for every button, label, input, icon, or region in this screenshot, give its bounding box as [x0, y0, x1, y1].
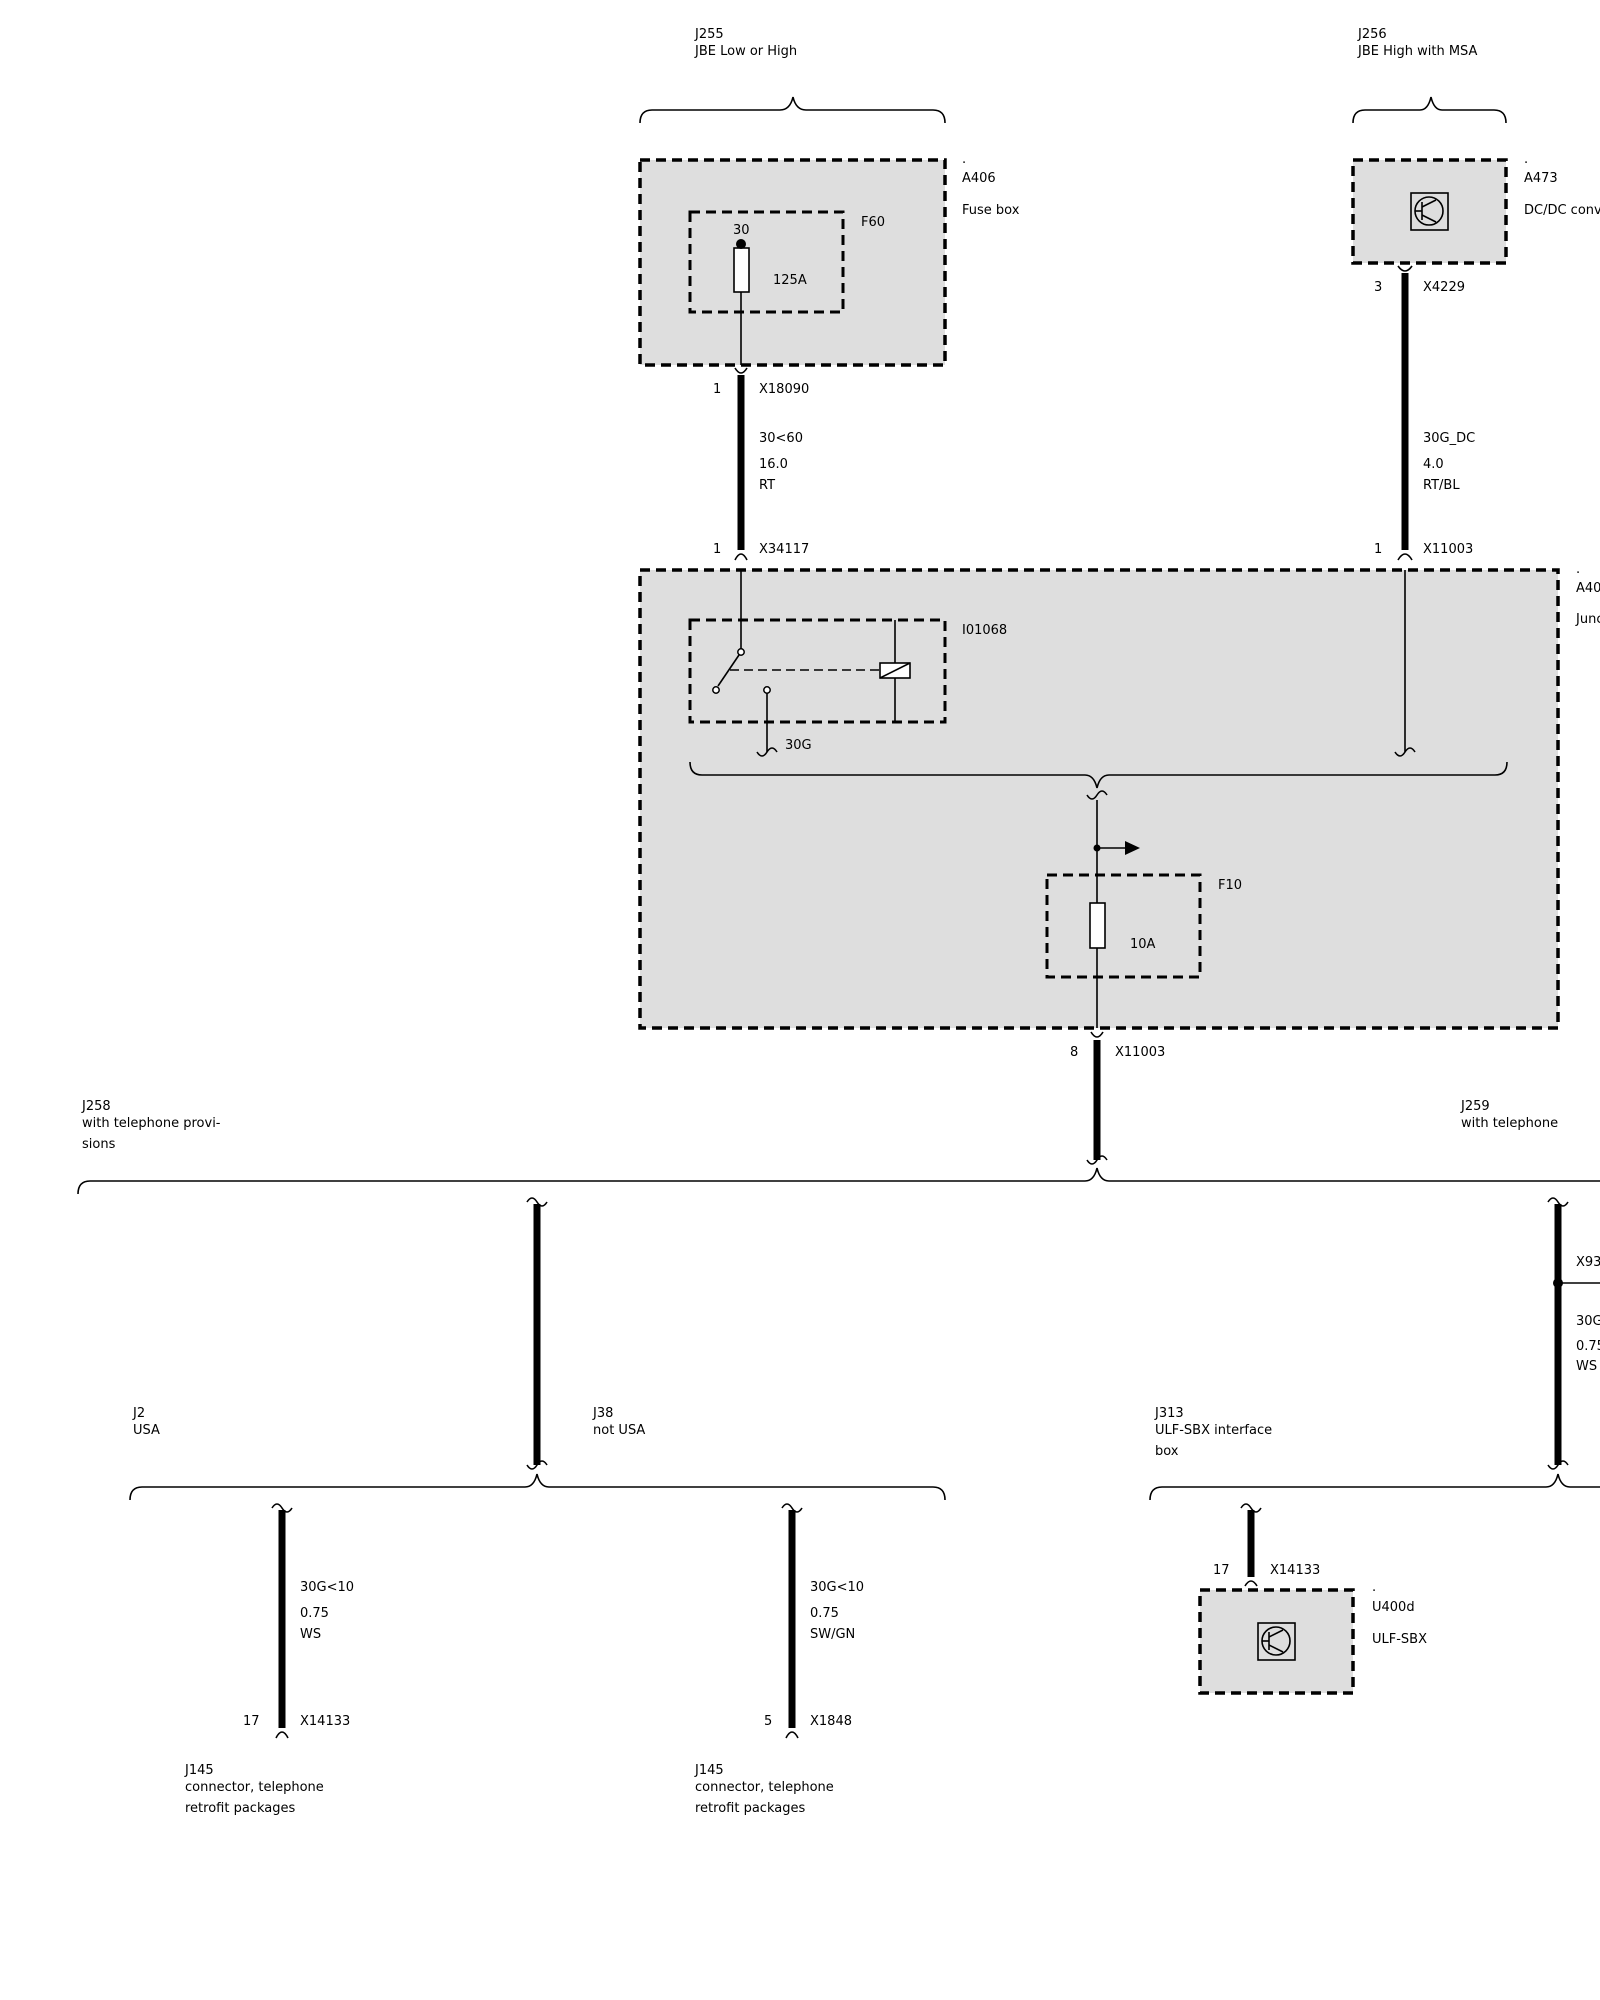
j145a-desc1: connector, telephone	[185, 1780, 324, 1795]
x18090-pin: 1	[713, 382, 721, 397]
fuse-f10-icon	[1089, 902, 1106, 949]
x14133-a-pin: 17	[243, 1714, 260, 1729]
variant-j255-desc: JBE Low or High	[694, 44, 797, 59]
wire1-size: 16.0	[759, 457, 788, 472]
variant-j38-desc: not USA	[593, 1423, 645, 1438]
variant-j256-id: J256	[1357, 27, 1387, 42]
j145b-id: J145	[694, 1763, 724, 1778]
f60-rating: 125A	[773, 273, 807, 288]
variant-j258-desc2: sions	[82, 1137, 116, 1152]
variant-j313-desc1: ULF-SBX interface	[1155, 1423, 1272, 1438]
wire3-color: WS	[300, 1627, 321, 1642]
wire3-size: 0.75	[300, 1606, 329, 1621]
x1848-pin: 5	[764, 1714, 772, 1729]
wire1-color: RT	[759, 478, 775, 493]
a473-id: A473	[1524, 171, 1558, 186]
relay-switch-contact	[717, 654, 740, 687]
x34117-pin: 1	[713, 542, 721, 557]
wire5-color: WS	[1576, 1359, 1597, 1374]
a473-dot: .	[1524, 152, 1528, 167]
connector-x4229: X4229	[1423, 280, 1465, 295]
wire5-size: 0.75	[1576, 1339, 1600, 1354]
relay-out-label: 30G	[785, 738, 812, 753]
variant-j313-id: J313	[1154, 1406, 1184, 1421]
j145b-desc1: connector, telephone	[695, 1780, 834, 1795]
brace-internal	[689, 761, 1508, 789]
ulf-sbx-u400d	[1198, 1588, 1355, 1695]
terminal-30-dot	[736, 239, 746, 249]
a406-name: Fuse box	[962, 203, 1020, 218]
fuse-f60-icon	[733, 247, 750, 293]
a40-name: Junc	[1575, 612, 1600, 627]
connector-x14133-a: X14133	[300, 1714, 350, 1729]
wire2-signal: 30G_DC	[1423, 431, 1475, 446]
a40-id: A40	[1576, 581, 1600, 596]
variant-j2-desc: USA	[133, 1423, 160, 1438]
u400d-id: U400d	[1372, 1600, 1415, 1615]
brace-j255	[639, 96, 946, 124]
f60-id: F60	[861, 215, 885, 230]
j145b-desc2: retrofit packages	[695, 1801, 805, 1816]
u400d-dot: .	[1372, 1580, 1376, 1595]
x14133-b-pin: 17	[1213, 1563, 1230, 1578]
wire2-size: 4.0	[1423, 457, 1444, 472]
transistor-icon	[1257, 1622, 1296, 1661]
connector-x34117: X34117	[759, 542, 809, 557]
fuse-box-a406	[638, 158, 947, 367]
relay-id: I01068	[962, 623, 1007, 638]
a406-id: A406	[962, 171, 996, 186]
variant-j258-id: J258	[81, 1099, 111, 1114]
relay-i01068	[688, 618, 947, 724]
variant-j259-desc: with telephone	[1461, 1116, 1558, 1131]
variant-j313-desc2: box	[1155, 1444, 1179, 1459]
variant-j255-id: J255	[694, 27, 724, 42]
connector-x93: X93	[1576, 1255, 1600, 1270]
connector-x11003-out: X11003	[1115, 1045, 1165, 1060]
connector-x1848: X1848	[810, 1714, 852, 1729]
brace-j256	[1352, 96, 1507, 124]
connector-x18090: X18090	[759, 382, 809, 397]
transistor-icon	[1410, 192, 1449, 231]
x11003-out-pin: 8	[1070, 1045, 1078, 1060]
variant-j258-desc1: with telephone provi-	[82, 1116, 221, 1131]
brace-j313	[1149, 1473, 1600, 1501]
brace-usa	[129, 1473, 946, 1501]
variant-j256-desc: JBE High with MSA	[1357, 44, 1478, 59]
connector-x11003-in: X11003	[1423, 542, 1473, 557]
a473-name: DC/DC conve	[1524, 203, 1600, 218]
brace-telephone	[77, 1167, 1600, 1195]
wire1-signal: 30<60	[759, 431, 803, 446]
wire5-signal: 30G	[1576, 1314, 1600, 1329]
wire3-signal: 30G<10	[300, 1580, 354, 1595]
junction-box-a40	[638, 568, 1560, 1030]
wire4-size: 0.75	[810, 1606, 839, 1621]
u400d-name: ULF-SBX	[1372, 1632, 1427, 1647]
x11003-in-pin: 1	[1374, 542, 1382, 557]
wire2-color: RT/BL	[1423, 478, 1460, 493]
j145a-id: J145	[184, 1763, 214, 1778]
x4229-pin: 3	[1374, 280, 1382, 295]
variant-j259-id: J259	[1460, 1099, 1490, 1114]
f10-id: F10	[1218, 878, 1242, 893]
connector-x14133-b: X14133	[1270, 1563, 1320, 1578]
variant-j2-id: J2	[132, 1406, 145, 1421]
wire4-signal: 30G<10	[810, 1580, 864, 1595]
variant-j38-id: J38	[592, 1406, 613, 1421]
a406-dot: .	[962, 152, 966, 167]
f60-terminal-label: 30	[733, 223, 750, 238]
dcdc-converter-a473	[1351, 158, 1508, 265]
j145a-desc2: retrofit packages	[185, 1801, 295, 1816]
wire4-color: SW/GN	[810, 1627, 855, 1642]
a40-dot: .	[1576, 562, 1580, 577]
f10-rating: 10A	[1130, 937, 1156, 952]
fuse-f60-housing	[688, 210, 845, 314]
